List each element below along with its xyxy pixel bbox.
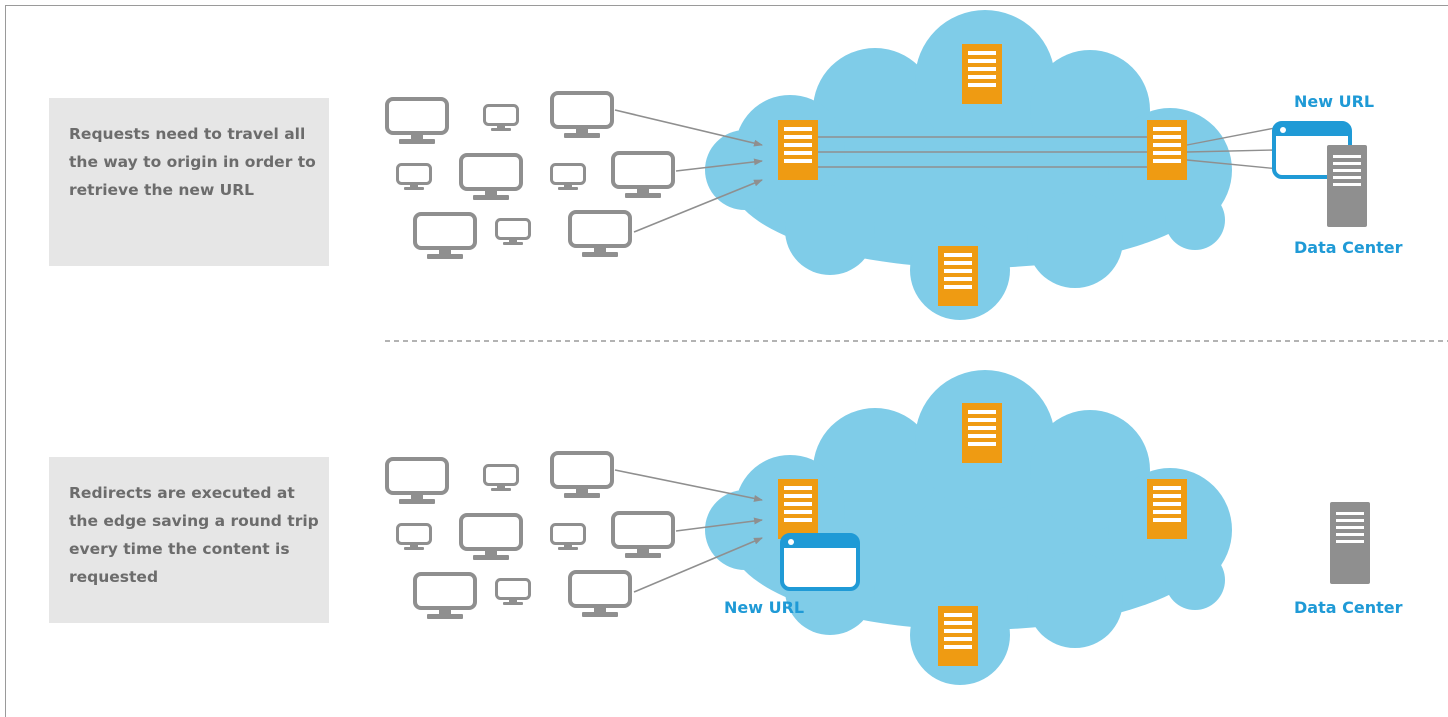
top-caption-box: Requests need to travel all the way to o… <box>49 98 329 266</box>
bottom-data-center-label: Data Center <box>1294 598 1403 617</box>
top-new-url-label: New URL <box>1294 92 1375 111</box>
bottom-data-center-server-icon <box>1330 502 1370 584</box>
top-request-arrows <box>614 109 763 233</box>
top-backbone-lines <box>818 127 1291 171</box>
top-caption-text: Requests need to travel all the way to o… <box>69 125 316 199</box>
bottom-caption-text: Redirects are executed at the edge savin… <box>69 484 319 586</box>
bottom-new-url-label: New URL <box>724 598 805 617</box>
bottom-caption-box: Redirects are executed at the edge savin… <box>49 457 329 623</box>
bottom-new-url-browser-icon <box>780 533 860 591</box>
top-data-center-label: Data Center <box>1294 238 1403 257</box>
bottom-request-arrows <box>614 469 763 593</box>
diagram-frame <box>5 5 1448 717</box>
bottom-client-monitors <box>385 451 675 621</box>
top-data-center-server-icon <box>1327 145 1367 227</box>
top-client-monitors <box>385 91 675 261</box>
